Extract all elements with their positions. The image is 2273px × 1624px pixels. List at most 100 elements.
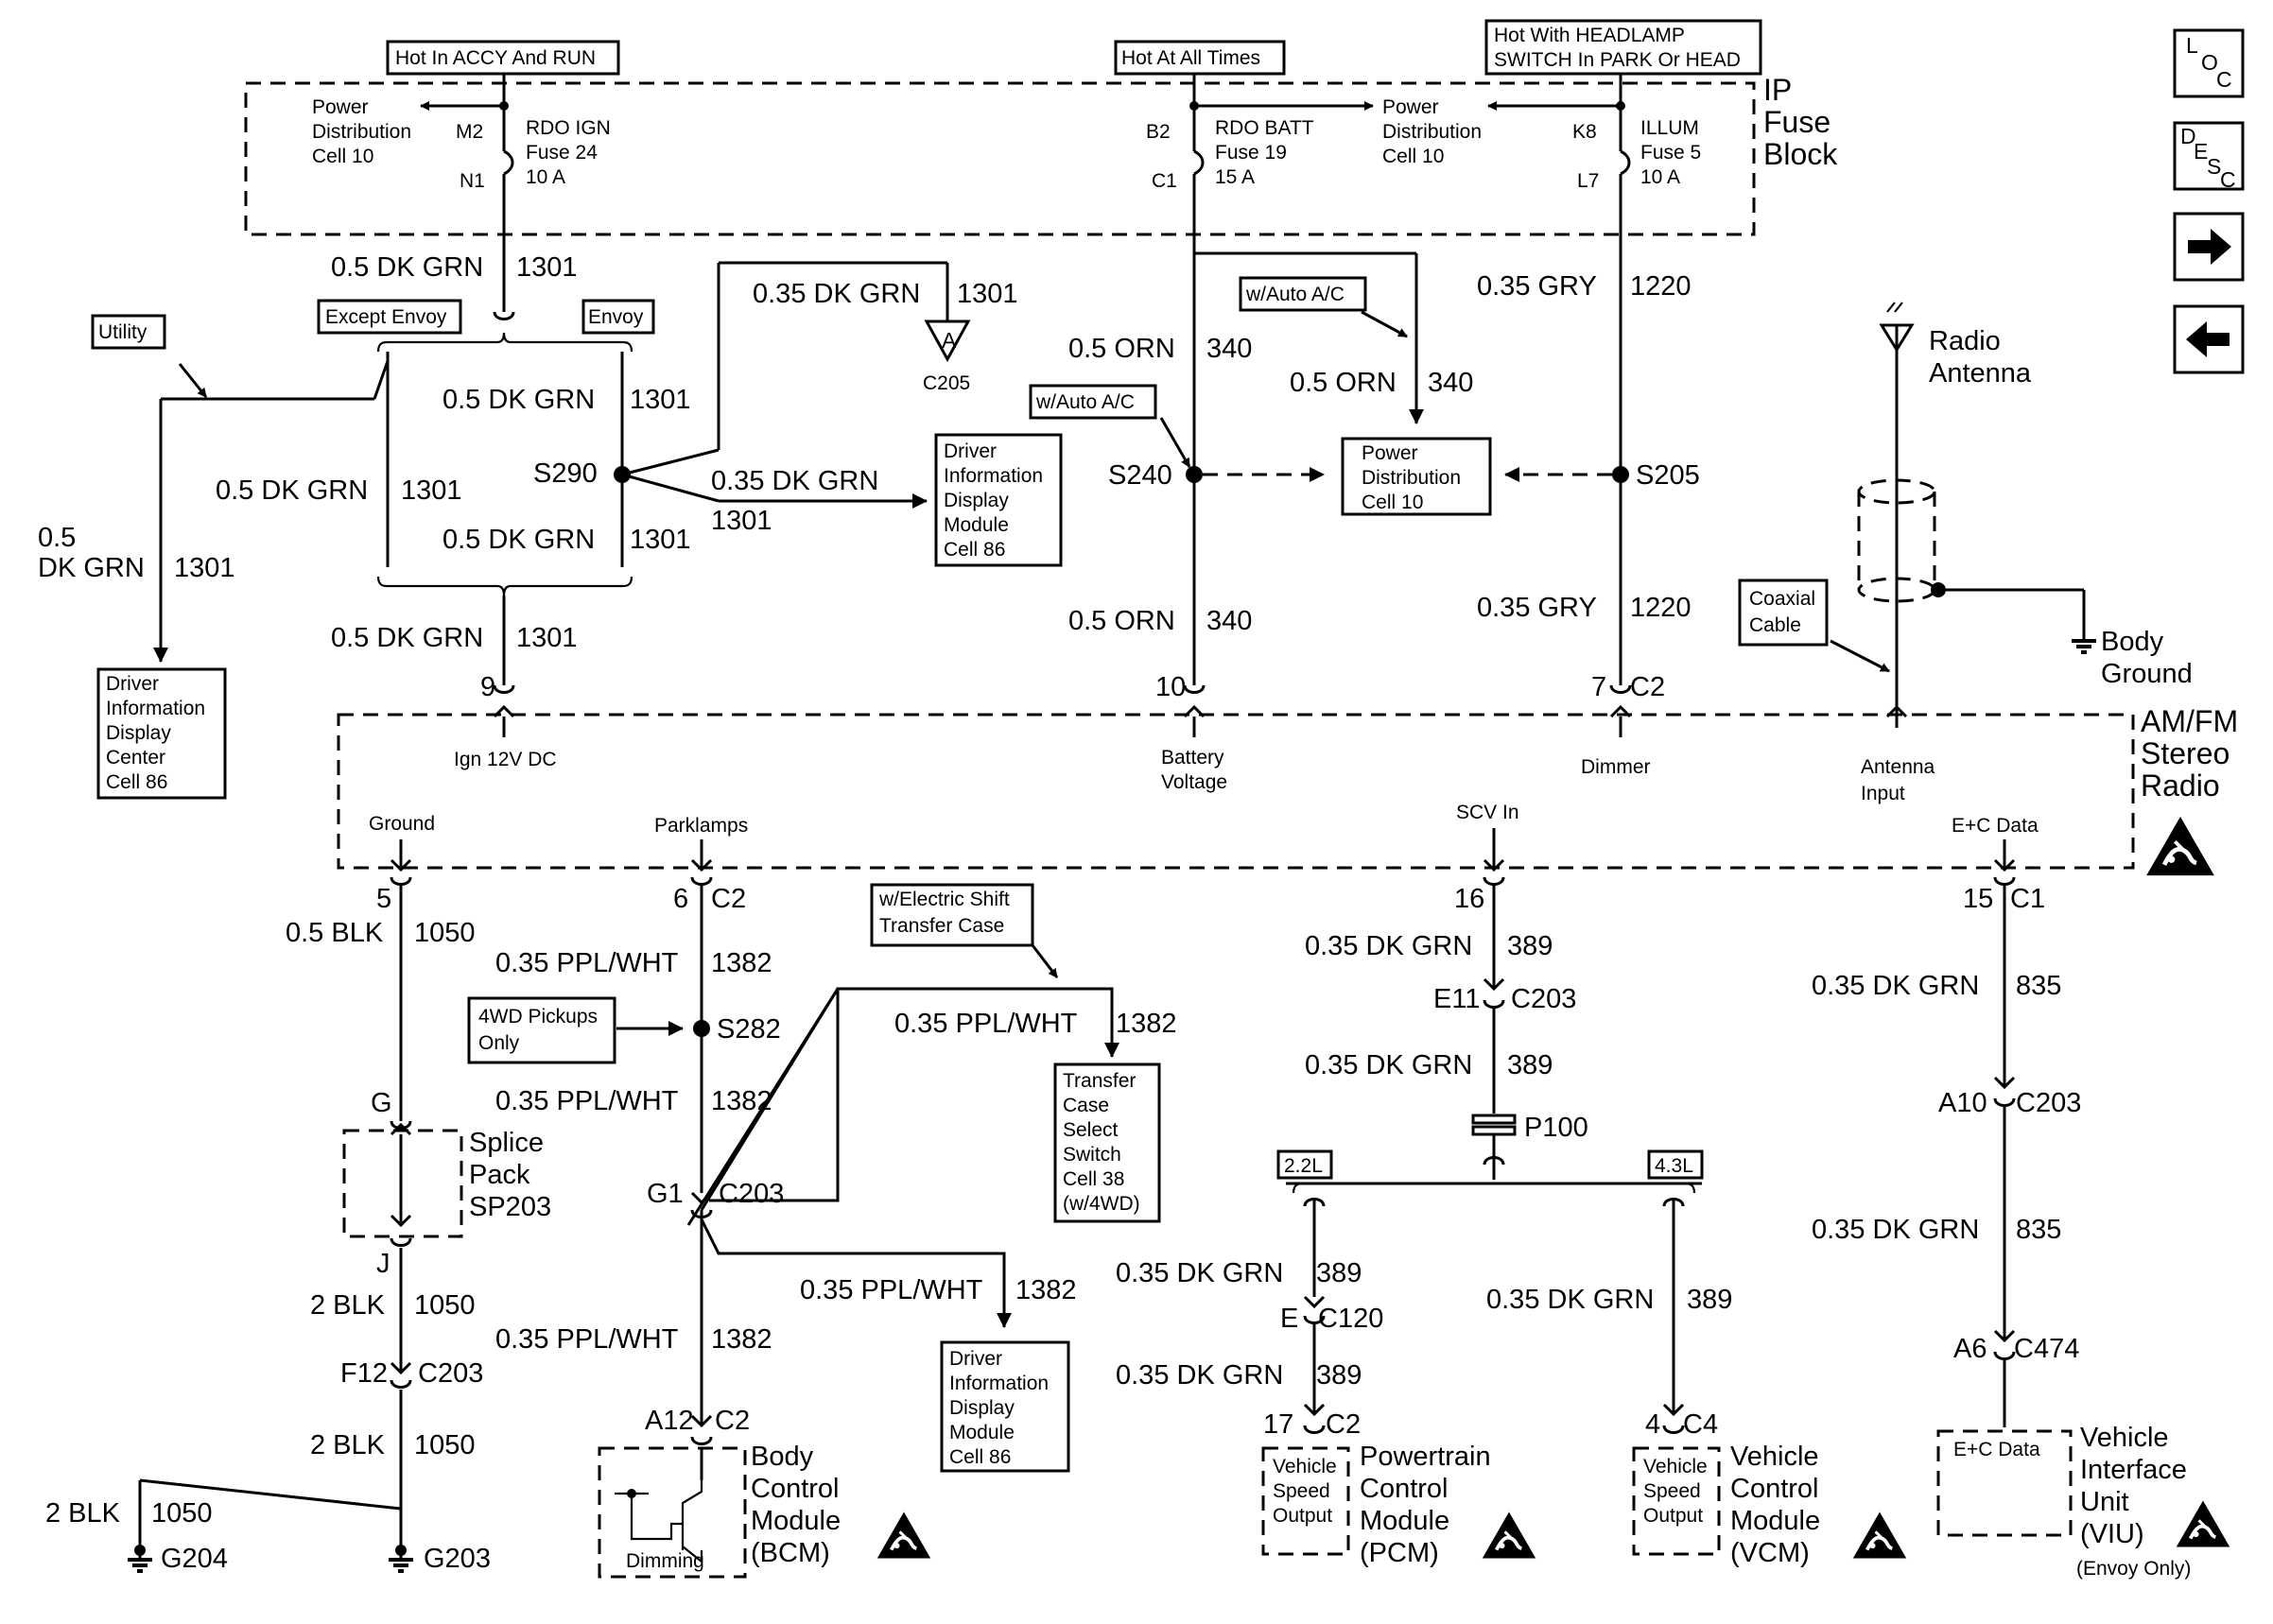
wire-label-dkgrn-dim: 0.35 DK GRN xyxy=(711,466,878,496)
circuit-1220-2: 1220 xyxy=(1630,593,1692,623)
connector-c203-f12: C203 xyxy=(418,1358,483,1389)
coaxial-cable-label: Coaxial Cable xyxy=(1738,579,1829,647)
engine-22: 2.2L xyxy=(1284,1155,1323,1177)
connector-j: J xyxy=(376,1249,390,1279)
circuit-835-2: 835 xyxy=(2016,1215,2061,1245)
pcm-module xyxy=(1261,1446,1537,1560)
wire-label-blk-2c: 2 BLK xyxy=(45,1498,121,1529)
dim-center-l2: Information xyxy=(106,698,205,719)
splice-s205-label: S205 xyxy=(1636,460,1700,491)
tcs-l6: (w/4WD) xyxy=(1063,1193,1140,1215)
ground-g204: G204 xyxy=(161,1544,228,1574)
pdc-label-1c: Cell 10 xyxy=(312,146,373,167)
ground-g203: G203 xyxy=(424,1544,491,1574)
fuse-rdo-ign-bottom-pin: N1 xyxy=(460,170,485,192)
wire-label-dkgrn-vcm: 0.35 DK GRN xyxy=(1486,1285,1654,1315)
previous-page-button[interactable] xyxy=(2173,304,2245,374)
wire-label-dkgrn-radio: 0.5 DK GRN xyxy=(331,623,483,653)
circuit-1382-1: 1382 xyxy=(711,948,772,978)
tcs-l1: Transfer xyxy=(1063,1070,1136,1092)
s240-wires xyxy=(1159,251,1629,483)
wire-label-gry-1: 0.35 GRY xyxy=(1477,271,1597,302)
fuse-rdo-ign-amps: 10 A xyxy=(526,166,565,188)
wire-label-pplwht-4: 0.35 PPL/WHT xyxy=(800,1275,983,1305)
radio-title-2: Stereo xyxy=(2141,736,2230,770)
fuse-illum-top-pin: K8 xyxy=(1572,121,1597,143)
pdc10-l3: Cell 10 xyxy=(1362,492,1423,513)
fuse-illum-name: ILLUM xyxy=(1640,117,1699,139)
transfer-case-switch-box: Transfer Case Select Switch Cell 38 (w/4… xyxy=(1053,1063,1161,1223)
vcm-vso-l2: Speed xyxy=(1643,1480,1701,1502)
fuse-rdo-ign-name: RDO IGN xyxy=(526,117,611,139)
radio-antenna-l2: Antenna xyxy=(1929,358,2032,389)
connector-f12: F12 xyxy=(340,1358,388,1389)
body-ground-l2: Ground xyxy=(2101,659,2193,689)
four-wd-l1: 4WD Pickups xyxy=(478,1006,598,1028)
radio-scv-in: SCV In xyxy=(1456,802,1519,823)
radio-top-connectors xyxy=(493,548,1908,737)
loc-button[interactable]: L O C xyxy=(2173,28,2245,98)
connector-c203-e11: C203 xyxy=(1511,984,1576,1014)
wire-label-dkgrn-envoy2: 0.5 DK GRN xyxy=(442,525,595,555)
radio-battery-l1: Battery xyxy=(1161,747,1224,769)
desc-letter-c: C xyxy=(2220,167,2236,192)
radio-dimmer: Dimmer xyxy=(1581,756,1651,778)
connector-a10: A10 xyxy=(1938,1088,1987,1118)
circuit-1382-5: 1382 xyxy=(711,1324,772,1355)
dim-module-1-l2: Information xyxy=(944,465,1043,487)
connector-g1: G1 xyxy=(647,1179,684,1209)
wire-label-blk-2a: 2 BLK xyxy=(310,1290,386,1321)
wire-label-dkgrn-scv-1: 0.35 DK GRN xyxy=(1305,931,1472,961)
label-w-auto-ac-1: w/Auto A/C xyxy=(1245,284,1345,305)
wire-label-dkgrn-scv-2: 0.35 DK GRN xyxy=(1305,1050,1472,1080)
next-page-button[interactable] xyxy=(2173,212,2245,282)
radio-bottom-connectors xyxy=(390,828,2016,886)
pcm-l2: Control xyxy=(1360,1474,1449,1504)
arrow-left-icon xyxy=(2186,321,2230,357)
desc-button[interactable]: D E S C xyxy=(2173,121,2245,192)
loc-letter-o: O xyxy=(2201,50,2218,75)
radio-antenna-l1: Radio xyxy=(1929,326,2001,356)
viu-l1: Vehicle xyxy=(2080,1423,2169,1453)
vcm-module xyxy=(1632,1446,1908,1560)
wire-label-blk-05: 0.5 BLK xyxy=(286,918,384,948)
dim-module-2-l1: Driver xyxy=(949,1348,1002,1370)
radio-antenna-input-l1: Antenna xyxy=(1861,756,1935,778)
connector-c203-a10: C203 xyxy=(2016,1088,2081,1118)
connector-e: E xyxy=(1280,1304,1298,1334)
radio-title-3: Radio xyxy=(2141,769,2220,803)
circuit-1050-2: 1050 xyxy=(414,1290,476,1321)
arrow-right-icon xyxy=(2188,229,2231,265)
option-bracket-top: Except Envoy Envoy xyxy=(317,299,655,353)
circuit-1050-4: 1050 xyxy=(151,1498,213,1529)
four-wd-pickups-label: 4WD Pickups Only xyxy=(467,996,616,1064)
wire-label-dkgrn-pcm-1: 0.35 DK GRN xyxy=(1116,1258,1283,1288)
w-electric-shift-l1: w/Electric Shift xyxy=(878,889,1010,910)
label-except-envoy: Except Envoy xyxy=(325,306,447,328)
w-auto-ac-label-1: w/Auto A/C xyxy=(1239,276,1367,312)
connector-c2-a12: C2 xyxy=(715,1406,750,1436)
label-w-auto-ac-2: w/Auto A/C xyxy=(1035,391,1135,413)
pin-6: 6 xyxy=(673,884,688,914)
wire-label-orn-3: 0.5 ORN xyxy=(1068,606,1175,636)
power-source-headlamp-line1: Hot With HEADLAMP xyxy=(1494,25,1685,46)
pdc10-l2: Distribution xyxy=(1362,467,1461,489)
ec-data-wire xyxy=(1936,885,2231,1548)
connector-a6: A6 xyxy=(1953,1334,1987,1364)
vcm-l1: Vehicle xyxy=(1730,1442,1819,1472)
radio-title-1: AM/FM xyxy=(2141,704,2238,738)
option-bracket-bottom xyxy=(376,576,633,685)
tcs-l3: Select xyxy=(1063,1119,1119,1141)
wire-label-dkgrn-viu-2: 0.35 DK GRN xyxy=(1812,1215,1979,1245)
splice-s240-dot xyxy=(1186,466,1203,483)
pcm-vso-l3: Output xyxy=(1273,1505,1332,1527)
fuse-rdo-ign-top-pin: M2 xyxy=(456,121,483,143)
dim-module-1-l4: Module xyxy=(944,514,1009,536)
viu-envoy-only: (Envoy Only) xyxy=(2076,1558,2191,1580)
dim-module-2-l3: Display xyxy=(949,1397,1015,1419)
circuit-1382-2: 1382 xyxy=(711,1086,772,1116)
pin-16: 16 xyxy=(1454,884,1484,914)
fuse-illum: K8 L7 ILLUM Fuse 5 10 A xyxy=(1487,74,1701,685)
engine-43-label: 4.3L xyxy=(1647,1149,1704,1180)
